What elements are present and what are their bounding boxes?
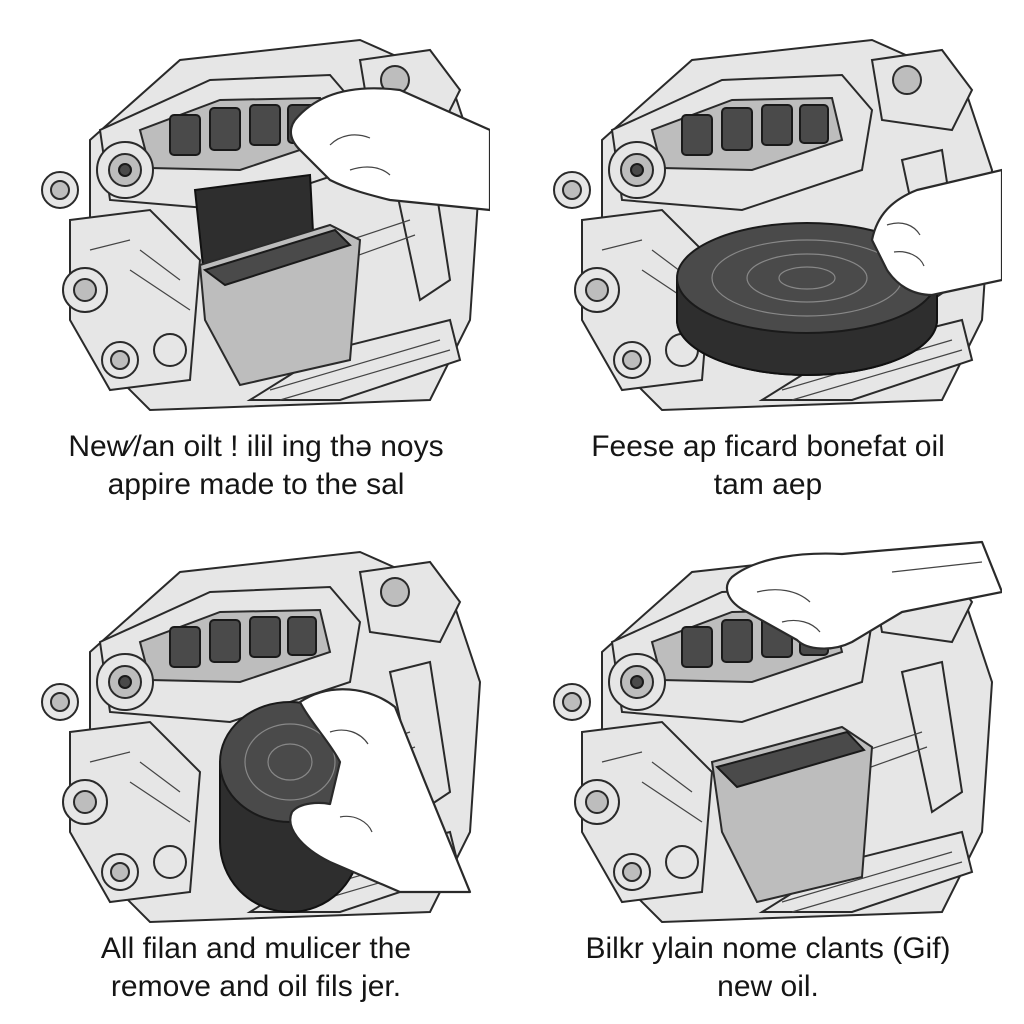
caption-line: tam aep — [713, 468, 823, 501]
caption-line: New⁄/an oilt ! ilil ing thə noys — [68, 430, 444, 463]
hand-icon — [289, 87, 490, 212]
step-caption-4: Bilkr ylain nome clants (Gif) new oil. — [522, 930, 1014, 1006]
hand-icon — [725, 540, 1002, 650]
step-panel-1: New⁄/an oilt ! ilil ing thə noys appire … — [0, 0, 512, 512]
engine-illustration-icon — [41, 39, 490, 411]
step-panel-3: All filan and mulicer the remove and oil… — [0, 512, 512, 1024]
step-panel-4: Bilkr ylain nome clants (Gif) new oil. — [512, 512, 1024, 1024]
hand-icon — [870, 168, 1002, 297]
caption-line: Feese ap ficard bonefat oil — [591, 430, 945, 463]
step-caption-1: New⁄/an oilt ! ilil ing thə noys appire … — [10, 428, 502, 504]
engine-illustration-icon — [553, 39, 1002, 411]
step-panel-2: Feese ap ficard bonefat oil tam aep — [512, 0, 1024, 512]
engine-illustration-icon — [553, 540, 1002, 923]
step-caption-2: Feese ap ficard bonefat oil tam aep — [522, 428, 1014, 504]
hand-icon — [289, 688, 472, 894]
caption-line: new oil. — [717, 970, 819, 1003]
caption-line: All filan and mulicer the — [100, 932, 412, 965]
step-caption-3: All filan and mulicer the remove and oil… — [10, 930, 502, 1006]
caption-line: remove and oil fils jer. — [110, 970, 402, 1003]
filter-box-icon — [710, 725, 874, 904]
round-filter-icon — [676, 222, 938, 376]
caption-line: appire made to the sal — [107, 468, 405, 501]
caption-line: Bilkr ylain nome clants (Gif) — [585, 932, 951, 965]
engine-illustration-icon — [41, 551, 481, 923]
